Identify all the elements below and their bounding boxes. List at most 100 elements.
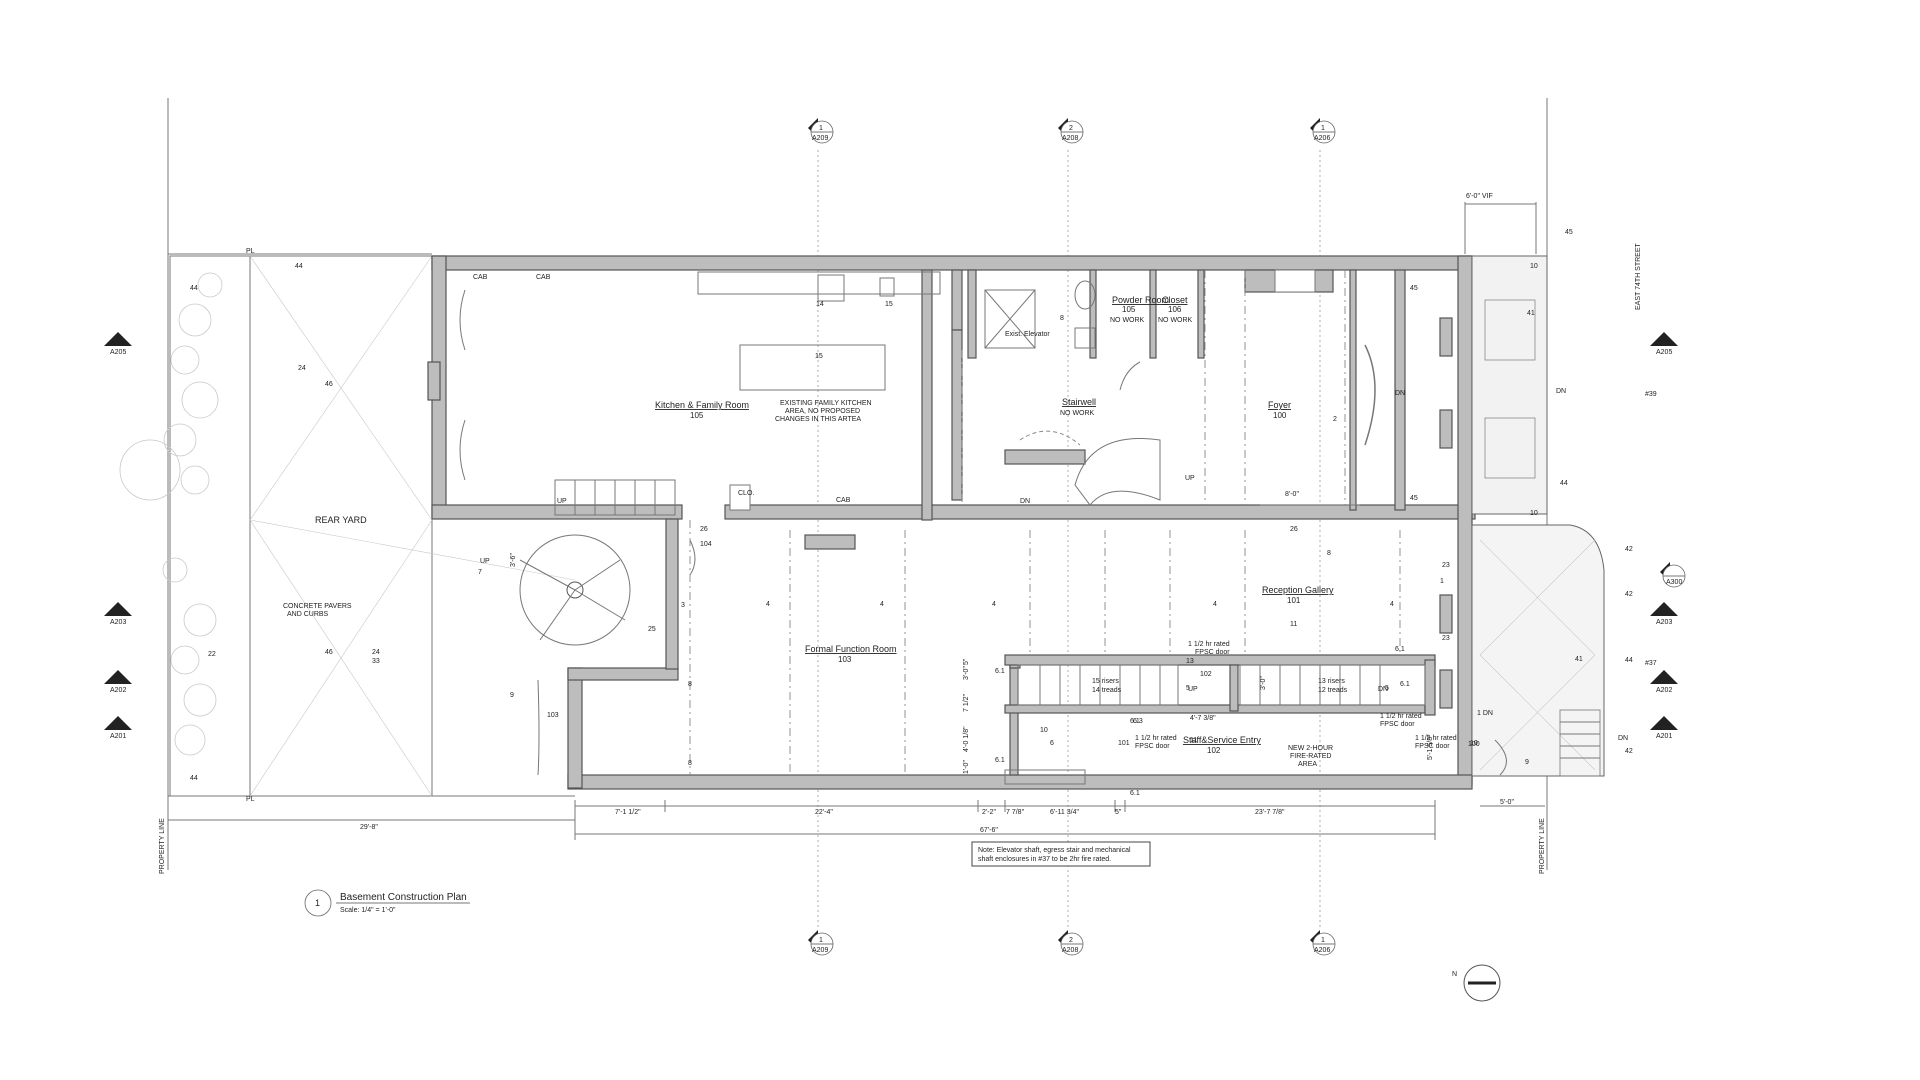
keynote-11-a: 11 <box>1290 621 1297 628</box>
dim-5: 6'-11 3/4" <box>1050 809 1080 816</box>
drawing-title: Basement Construction Plan <box>340 892 467 903</box>
cab-label-1: CAB <box>473 274 488 281</box>
drawing-title-block: 1 Basement Construction Plan Scale: 1/4"… <box>304 889 470 917</box>
stair-up-label-4: UP <box>1188 686 1198 693</box>
keynote-42-a: 42 <box>1625 546 1633 553</box>
fpsc-d-2: FPSC door <box>1415 743 1450 750</box>
stair-left-risers: 15 risers <box>1092 678 1119 685</box>
dim-v5: 5'-1 5/8" <box>1427 734 1434 760</box>
room-foyer-label: Foyer <box>1268 400 1291 410</box>
vif-dimension: 6'-0" VIF <box>1466 193 1493 200</box>
dimension-labels: 7'-1 1/2" 22'-4" 2'-2" 7 7/8" 6'-11 3/4"… <box>360 491 1514 834</box>
closet-short-label: CLO. <box>738 490 754 497</box>
svg-text:1: 1 <box>819 937 823 944</box>
street-label: EAST 74TH STREET <box>1635 242 1642 310</box>
keynote-24-b: 24 <box>372 649 380 656</box>
room-powder-label: Powder Room <box>1112 295 1169 305</box>
stair-dn-label-2: DN <box>1395 390 1405 397</box>
lot-37-label: #37 <box>1645 660 1657 667</box>
dim-3: 2'-2" <box>982 809 996 816</box>
keynote-10-b: 10 <box>1530 510 1538 517</box>
north-label: N <box>1452 971 1457 978</box>
dim-overall: 67'-6" <box>980 827 998 834</box>
dim-right: 5'-0" <box>1500 799 1514 806</box>
dim-7: 23'-7 7/8" <box>1255 809 1285 816</box>
fire-rating-note: Note: Elevator shaft, egress stair and m… <box>971 841 1151 867</box>
keynote-8-a: 8 <box>1327 550 1331 557</box>
room-closet-number: 106 <box>1168 305 1182 314</box>
section-marker-right-a203: A203 <box>1650 602 1678 626</box>
room-kitchen-number: 105 <box>690 411 704 420</box>
stair-up-label-1: UP <box>557 498 567 505</box>
kitchen-note-1: EXISTING FAMILY KITCHEN <box>780 400 872 407</box>
svg-text:A208: A208 <box>1062 135 1078 142</box>
door-100: 100 <box>1468 741 1480 748</box>
dim-v9: 3'-6" <box>510 553 517 567</box>
dim-yard: 29'-8" <box>360 824 378 831</box>
keynote-26-b: 26 <box>1290 526 1298 533</box>
pavers-label-2: AND CURBS <box>287 611 329 618</box>
stair-one-dn-label: 1 DN <box>1477 710 1493 717</box>
keynote-11-b: 11 <box>1190 737 1197 744</box>
keynote-13: 13 <box>1186 658 1194 665</box>
fpsc-b-1: 1 1/2 hr rated <box>1135 735 1177 742</box>
keynote-8-d: 8 <box>1060 315 1064 322</box>
keynote-4-d: 4 <box>1213 601 1217 608</box>
svg-text:A201: A201 <box>110 733 126 740</box>
keynote-10-c: 10 <box>1470 740 1478 747</box>
keynote-6-1-b: 6.1 <box>995 757 1005 764</box>
fpsc-c-2: FPSC door <box>1380 721 1415 728</box>
keynote-15-a: 15 <box>885 301 893 308</box>
keynote-6-1-c: 6.1 <box>1395 646 1405 653</box>
svg-text:A300: A300 <box>1666 579 1682 586</box>
svg-text:A201: A201 <box>1656 733 1672 740</box>
section-marker-top-a206: 1 A206 <box>1310 118 1336 144</box>
keynote-41-a: 41 <box>1527 310 1535 317</box>
keynote-9-b: 9 <box>1525 759 1529 766</box>
front-areaways <box>1471 255 1605 777</box>
keynote-6-1-d: 6.1 <box>1400 681 1410 688</box>
room-kitchen-label: Kitchen & Family Room <box>655 400 749 410</box>
north-arrow <box>1463 964 1501 1002</box>
room-staff-label: Staff&Service Entry <box>1183 735 1261 745</box>
keynote-4-e: 4 <box>1390 601 1394 608</box>
fpsc-b-2: FPSC door <box>1135 743 1170 750</box>
pavers-label-1: CONCRETE PAVERS <box>283 603 352 610</box>
drawing-number-bubble <box>304 889 332 917</box>
fixtures <box>459 269 1507 785</box>
keynote-26-a: 26 <box>700 526 708 533</box>
closet-note: NO WORK <box>1158 317 1193 324</box>
svg-text:A206: A206 <box>1314 947 1330 954</box>
keynote-23-a: 23 <box>1442 562 1450 569</box>
dim-2: 22'-4" <box>815 809 833 816</box>
keynote-43-a: 44 <box>295 263 303 270</box>
keynote-25: 25 <box>648 626 656 633</box>
rear-yard <box>119 255 576 797</box>
section-marker-right-a205: A205 <box>1650 332 1678 356</box>
section-marker-right-a201: A201 <box>1650 716 1678 740</box>
keynote-23-b: 23 <box>1442 635 1450 642</box>
keynote-4-a: 4 <box>766 601 770 608</box>
keynote-2: 2 <box>1333 416 1337 423</box>
svg-text:A206: A206 <box>1314 135 1330 142</box>
drawing-scale: Scale: 1/4" = 1'-0" <box>340 907 396 914</box>
svg-text:1: 1 <box>1321 125 1325 132</box>
keynote-8-b: 8 <box>688 681 692 688</box>
property-line-left: PROPERTY LINE <box>159 818 166 874</box>
section-marker-left-a205: 1 A205 <box>104 332 132 356</box>
stair-up-label-3: UP <box>1185 475 1195 482</box>
dim-v6: 4'-7 3/8" <box>1190 715 1216 722</box>
rear-yard-label: REAR YARD <box>315 515 367 525</box>
keynote-5-b: 5 <box>1385 685 1389 692</box>
svg-text:A202: A202 <box>110 687 126 694</box>
section-marker-left-a201: A201 <box>104 716 132 740</box>
note-line-2: shaft enclosures in #37 to be 2hr fire r… <box>978 856 1111 863</box>
keynote-33: 33 <box>372 658 380 665</box>
keynote-43-d: 44 <box>1560 480 1568 487</box>
new-area-1: NEW 2-HOUR <box>1288 745 1333 752</box>
dim-v4: 1'-0" <box>963 760 970 774</box>
kitchen-note-2: AREA, NO PROPOSED <box>785 408 860 415</box>
svg-text:A205: A205 <box>110 349 126 356</box>
misc-labels: CAB CAB CAB CLO. UP UP UP UP DN DN DN DN… <box>159 193 1657 978</box>
